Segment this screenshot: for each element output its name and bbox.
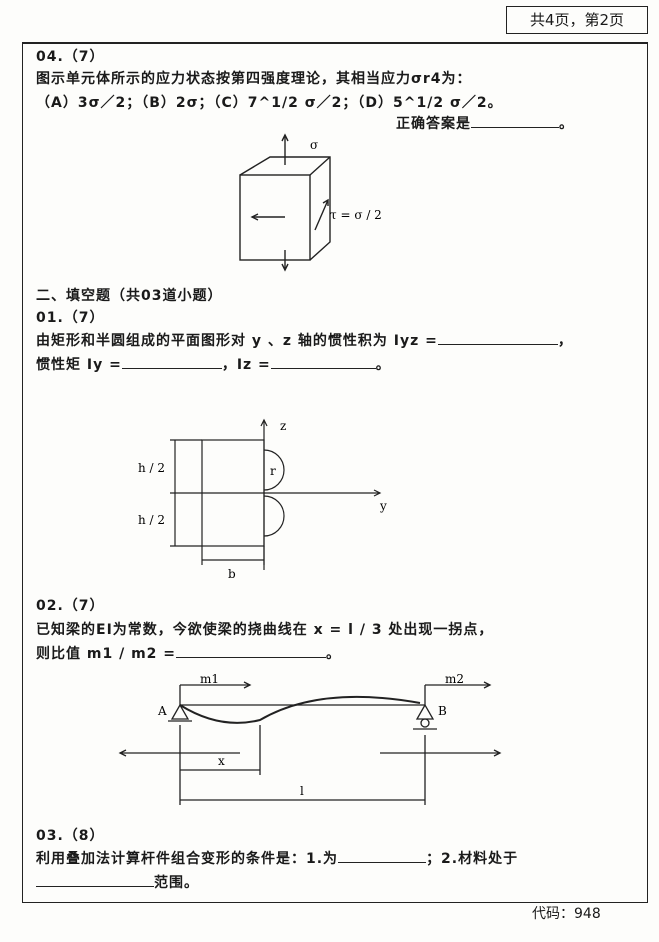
f2-line2: 则比值 m1 / m2 = 。 bbox=[36, 643, 341, 663]
semicircle-bottom bbox=[263, 495, 285, 537]
x-label: x bbox=[218, 754, 225, 768]
sigma-up-arrow bbox=[281, 133, 289, 142]
beam-figure: m1 m2 A B x l bbox=[118, 672, 502, 805]
m2-arrow bbox=[483, 681, 492, 689]
section-figure: z y h / 2 h / 2 b r bbox=[138, 418, 387, 581]
a-label: A bbox=[157, 704, 167, 718]
tau-right-arrow bbox=[322, 198, 329, 206]
f3-line1: 利用叠加法计算杆件组合变形的条件是：1.为 ；2.材料处于 bbox=[36, 848, 518, 868]
b-label: B bbox=[438, 704, 447, 718]
f3-line1-b: ；2.材料处于 bbox=[426, 851, 519, 867]
l-label: l bbox=[300, 784, 304, 798]
iyz-blank[interactable] bbox=[437, 330, 558, 345]
h-bottom-label: h / 2 bbox=[138, 513, 165, 527]
f1-line1-text: 由矩形和半圆组成的平面图形对 y 、z 轴的惯性积为 Iyz = bbox=[36, 333, 438, 349]
page-header: 共4页，第2页 bbox=[506, 6, 648, 34]
answer-blank[interactable] bbox=[471, 113, 559, 128]
tau-left-arrow bbox=[250, 213, 259, 221]
f2-number: 02.（7） bbox=[36, 598, 105, 614]
support-b bbox=[415, 703, 435, 720]
answer-label: 正确答案是 bbox=[396, 116, 471, 132]
condition2-blank[interactable] bbox=[36, 872, 154, 887]
stress-element-figure: σ τ = σ / 2 bbox=[239, 133, 382, 272]
sigma-label: σ bbox=[310, 138, 318, 152]
m1-arrow bbox=[243, 681, 252, 689]
sigma-down-arrow bbox=[281, 263, 289, 272]
cube-back bbox=[239, 156, 331, 261]
f1-line1: 由矩形和半圆组成的平面图形对 y 、z 轴的惯性积为 Iyz = ， bbox=[36, 330, 573, 350]
f3-number: 03.（8） bbox=[36, 828, 105, 844]
section-title: 二、填空题（共03道小题） bbox=[36, 288, 223, 304]
f1-line2: 惯性矩 Iy = ，Iz = 。 bbox=[36, 354, 391, 374]
support-a bbox=[170, 703, 190, 720]
ratio-blank[interactable] bbox=[176, 643, 326, 658]
footer-code: 代码：948 bbox=[532, 906, 601, 922]
m1-label: m1 bbox=[200, 672, 219, 686]
m2-label: m2 bbox=[445, 672, 464, 686]
iy-blank[interactable] bbox=[121, 354, 222, 369]
f2-line2-text: 则比值 m1 / m2 = bbox=[36, 646, 176, 662]
semicircle-top bbox=[263, 449, 285, 491]
q4-options: （A）3σ／2；（B）2σ；（C）7^1/2 σ／2；（D）5^1/2 σ／2。 bbox=[36, 95, 503, 111]
answer-end: 。 bbox=[559, 116, 574, 132]
f1-iz-label: ，Iz = bbox=[221, 357, 271, 373]
z-label: z bbox=[280, 419, 286, 433]
r-label: r bbox=[270, 464, 276, 478]
deflection-curve bbox=[179, 695, 421, 724]
b-label: b bbox=[228, 567, 236, 581]
y-label: y bbox=[379, 499, 387, 513]
question-box bbox=[22, 42, 648, 903]
tau-label: τ = σ / 2 bbox=[330, 208, 382, 222]
iz-blank[interactable] bbox=[270, 354, 376, 369]
f1-line2-end: 。 bbox=[375, 357, 391, 373]
f2-line2-end: 。 bbox=[326, 646, 341, 662]
f3-line1-a: 利用叠加法计算杆件组合变形的条件是：1.为 bbox=[36, 851, 339, 867]
f1-number: 01.（7） bbox=[36, 310, 105, 326]
h-top-label: h / 2 bbox=[138, 461, 165, 475]
q4-stem: 图示单元体所示的应力状态按第四强度理论，其相当应力σr4为： bbox=[36, 71, 472, 87]
q4-number: 04.（7） bbox=[36, 49, 105, 65]
f2-line1: 已知梁的EI为常数，今欲使梁的挠曲线在 x = l / 3 处出现一拐点， bbox=[36, 622, 494, 638]
f1-line1-end: ， bbox=[557, 333, 573, 349]
q4-answer: 正确答案是 。 bbox=[396, 113, 574, 133]
f1-iy-label: 惯性矩 Iy = bbox=[36, 357, 122, 373]
condition1-blank[interactable] bbox=[338, 848, 427, 863]
f3-line2-end: 范围。 bbox=[154, 875, 199, 891]
cube-front bbox=[239, 174, 311, 261]
f3-line2: 范围。 bbox=[36, 872, 199, 892]
